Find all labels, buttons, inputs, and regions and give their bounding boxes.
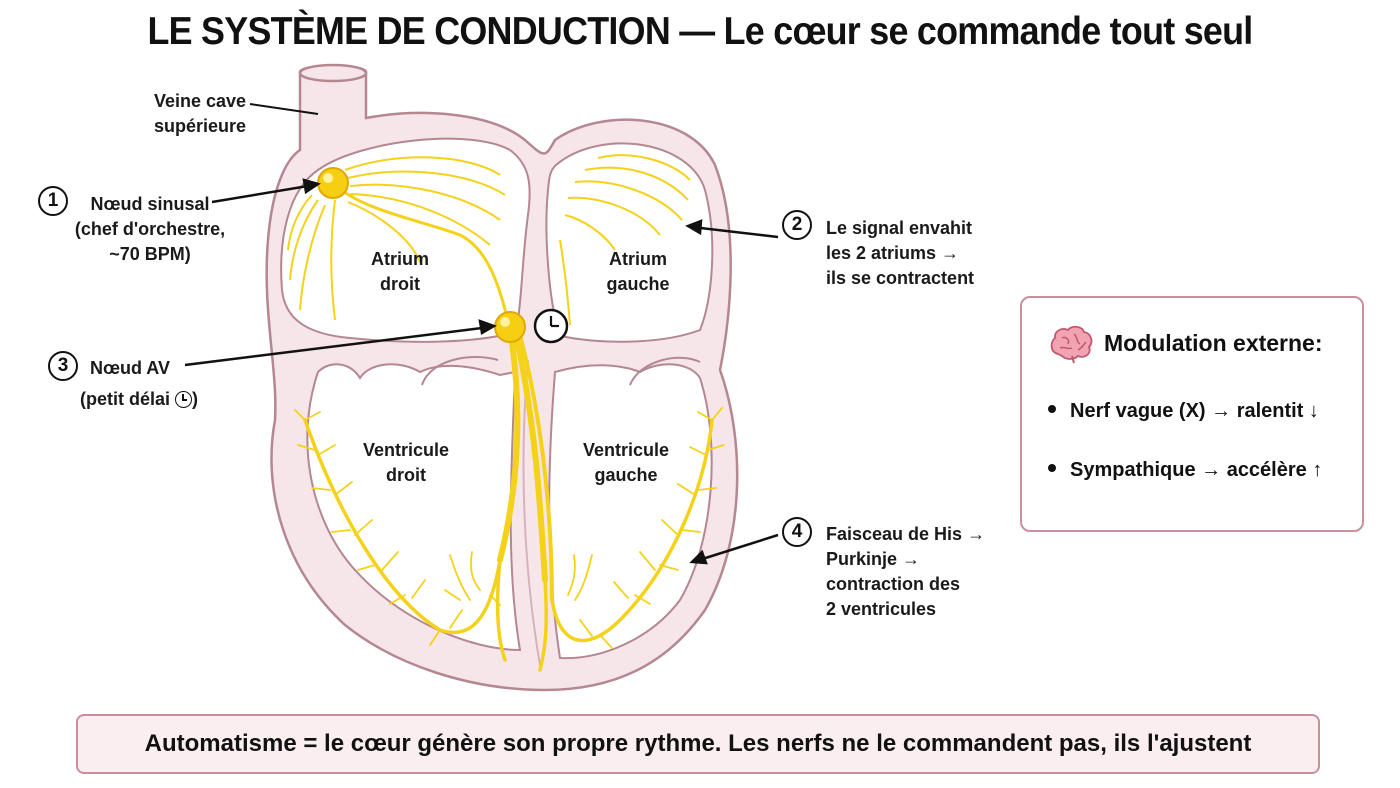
badge-4: 4 (782, 517, 812, 547)
page-title: LE SYSTÈME DE CONDUCTION — Le cœur se co… (147, 10, 1253, 53)
vena-cava-opening (298, 63, 368, 83)
modulation-item-sympathique: Sympathique → accélère ↑ (1048, 459, 1322, 482)
modulation-title: Modulation externe: (1104, 330, 1323, 356)
arrow-noeud-av (184, 319, 497, 367)
clock-icon (533, 308, 569, 344)
small-clock-icon (175, 391, 193, 408)
left-purkinje-branches (567, 407, 725, 649)
badge-3: 3 (48, 351, 78, 381)
veine-cave-leader (249, 103, 319, 115)
left-purkinje-fibers (538, 418, 714, 672)
sinus-node-icon (317, 167, 349, 199)
label-noeud-av-delay: (petit délai ) (80, 389, 199, 409)
valve-flap-left (629, 356, 701, 386)
label-faisceau: Faisceau de His → Purkinje → contraction… (826, 524, 986, 619)
right-purkinje-branches (294, 409, 501, 646)
bullet-dot (1048, 464, 1056, 472)
arrow-noeud-sinusal (211, 178, 321, 204)
valve-flap-right (421, 356, 499, 386)
label-ventricule-gauche: Ventricule gauche (582, 440, 670, 485)
badge-1: 1 (38, 186, 68, 216)
label-veine-cave: Veine cave supérieure (153, 91, 247, 136)
av-node-icon (494, 311, 526, 343)
left-atrium-chamber (545, 142, 714, 343)
label-signal: Le signal envahit les 2 atriums → ils se… (826, 218, 975, 288)
bundle-of-his (497, 327, 554, 602)
arrow-signal (685, 219, 779, 239)
arrow-faisceau (689, 533, 779, 565)
modulation-panel: Modulation externe: Nerf vague (X) → ral… (1020, 296, 1364, 532)
label-noeud-av-title: Nœud AV (90, 358, 170, 378)
label-atrium-droit: Atrium droit (371, 249, 429, 294)
label-atrium-gauche: Atrium gauche (606, 249, 670, 294)
modulation-item-vague: Nerf vague (X) → ralentit ↓ (1048, 400, 1319, 423)
label-noeud-sinusal: Nœud sinusal (chef d'orchestre, ~70 BPM) (74, 194, 226, 264)
left-atrium-signal-lines (559, 154, 691, 326)
internodal-pathway (331, 181, 512, 329)
right-atrium-signal-lines (287, 156, 506, 321)
label-ventricule-droit: Ventricule droit (362, 440, 450, 485)
footer-summary: Automatisme = le cœur génère son propre … (76, 714, 1320, 774)
right-purkinje-fibers (303, 418, 507, 662)
badge-2: 2 (782, 210, 812, 240)
bullet-dot (1048, 405, 1056, 413)
brain-icon (1050, 325, 1093, 364)
